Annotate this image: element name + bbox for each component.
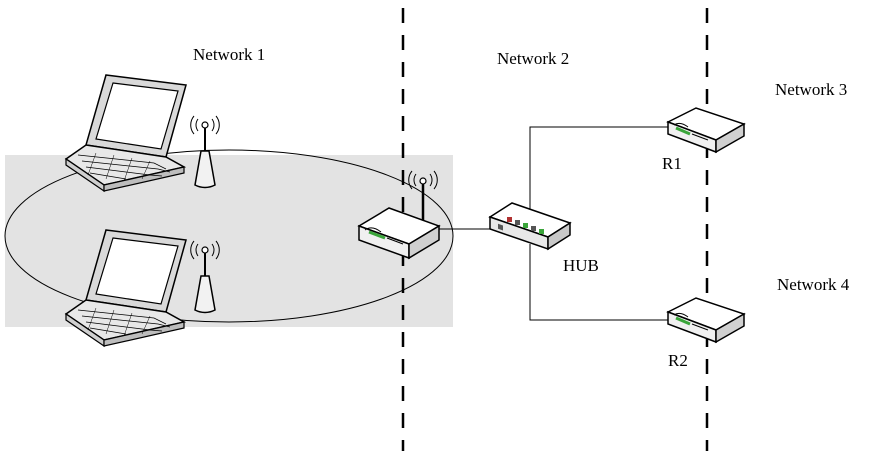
network-1-label: Network 1 — [193, 46, 265, 63]
network-hub-icon — [490, 203, 570, 249]
hub-label: HUB — [563, 257, 599, 274]
network-2-label: Network 2 — [497, 50, 569, 67]
network-3-label: Network 3 — [775, 81, 847, 98]
router-r2-label: R2 — [668, 352, 688, 369]
link-hub-r2 — [530, 244, 672, 320]
router-icon — [668, 298, 744, 342]
link-hub-r1 — [530, 127, 672, 220]
network-4-label: Network 4 — [777, 276, 849, 293]
router-r1-label: R1 — [662, 155, 682, 172]
laptop-icon — [66, 75, 186, 191]
router-icon — [668, 108, 744, 152]
